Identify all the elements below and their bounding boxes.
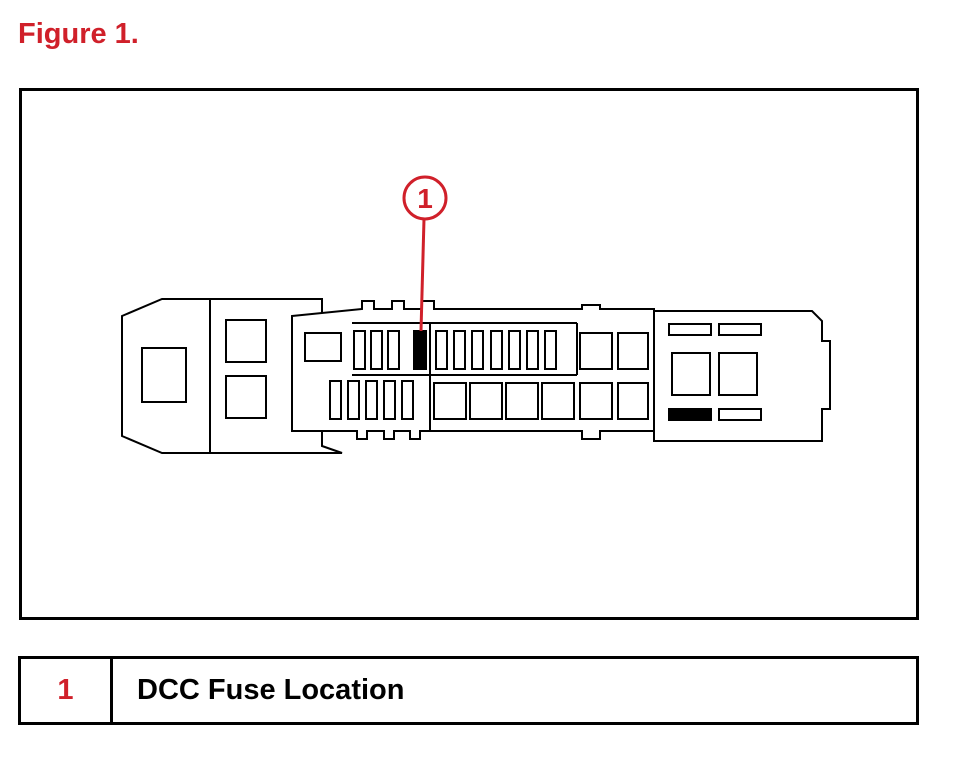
mini-fuse (370, 330, 383, 370)
small-fuse (668, 408, 712, 421)
connector-slot (225, 319, 267, 363)
maxi-fuse (617, 382, 649, 420)
maxi-fuse (579, 332, 613, 370)
connector-slot (141, 347, 187, 403)
small-fuse (718, 408, 762, 421)
callout-circle (402, 175, 448, 221)
mini-fuse (365, 380, 378, 420)
connector-slot (225, 375, 267, 419)
mini-fuse (526, 330, 539, 370)
mini-fuse (401, 380, 414, 420)
mini-fuse (544, 330, 557, 370)
maxi-fuse (469, 382, 503, 420)
callout-leader (419, 218, 426, 332)
callout-number: 1 (417, 183, 433, 214)
maxi-fuse (541, 382, 575, 420)
mini-fuse (383, 380, 396, 420)
relay (671, 352, 711, 396)
mini-fuse (353, 330, 366, 370)
mini-fuse (490, 330, 503, 370)
legend-label: DCC Fuse Location (137, 674, 405, 706)
small-fuse (718, 323, 762, 336)
figure-title: Figure 1. (18, 18, 139, 50)
fuse-box-diagram: 1 (19, 88, 919, 620)
mini-fuse (329, 380, 342, 420)
maxi-fuse (579, 382, 613, 420)
maxi-fuse (617, 332, 649, 370)
relay (304, 332, 342, 362)
relay-section (653, 310, 831, 442)
mini-fuse (435, 330, 448, 370)
dcc-fuse (413, 330, 427, 370)
maxi-fuse (505, 382, 539, 420)
maxi-fuse (433, 382, 467, 420)
mini-fuse (453, 330, 466, 370)
legend-table: 1 DCC Fuse Location (18, 656, 919, 725)
small-fuse (668, 323, 712, 336)
mini-fuse (471, 330, 484, 370)
mini-fuse (387, 330, 400, 370)
fuse-box-drawing: 1 (121, 175, 831, 454)
legend-number: 1 (21, 659, 113, 722)
mini-fuse (347, 380, 360, 420)
relay (718, 352, 758, 396)
mini-fuse (508, 330, 521, 370)
